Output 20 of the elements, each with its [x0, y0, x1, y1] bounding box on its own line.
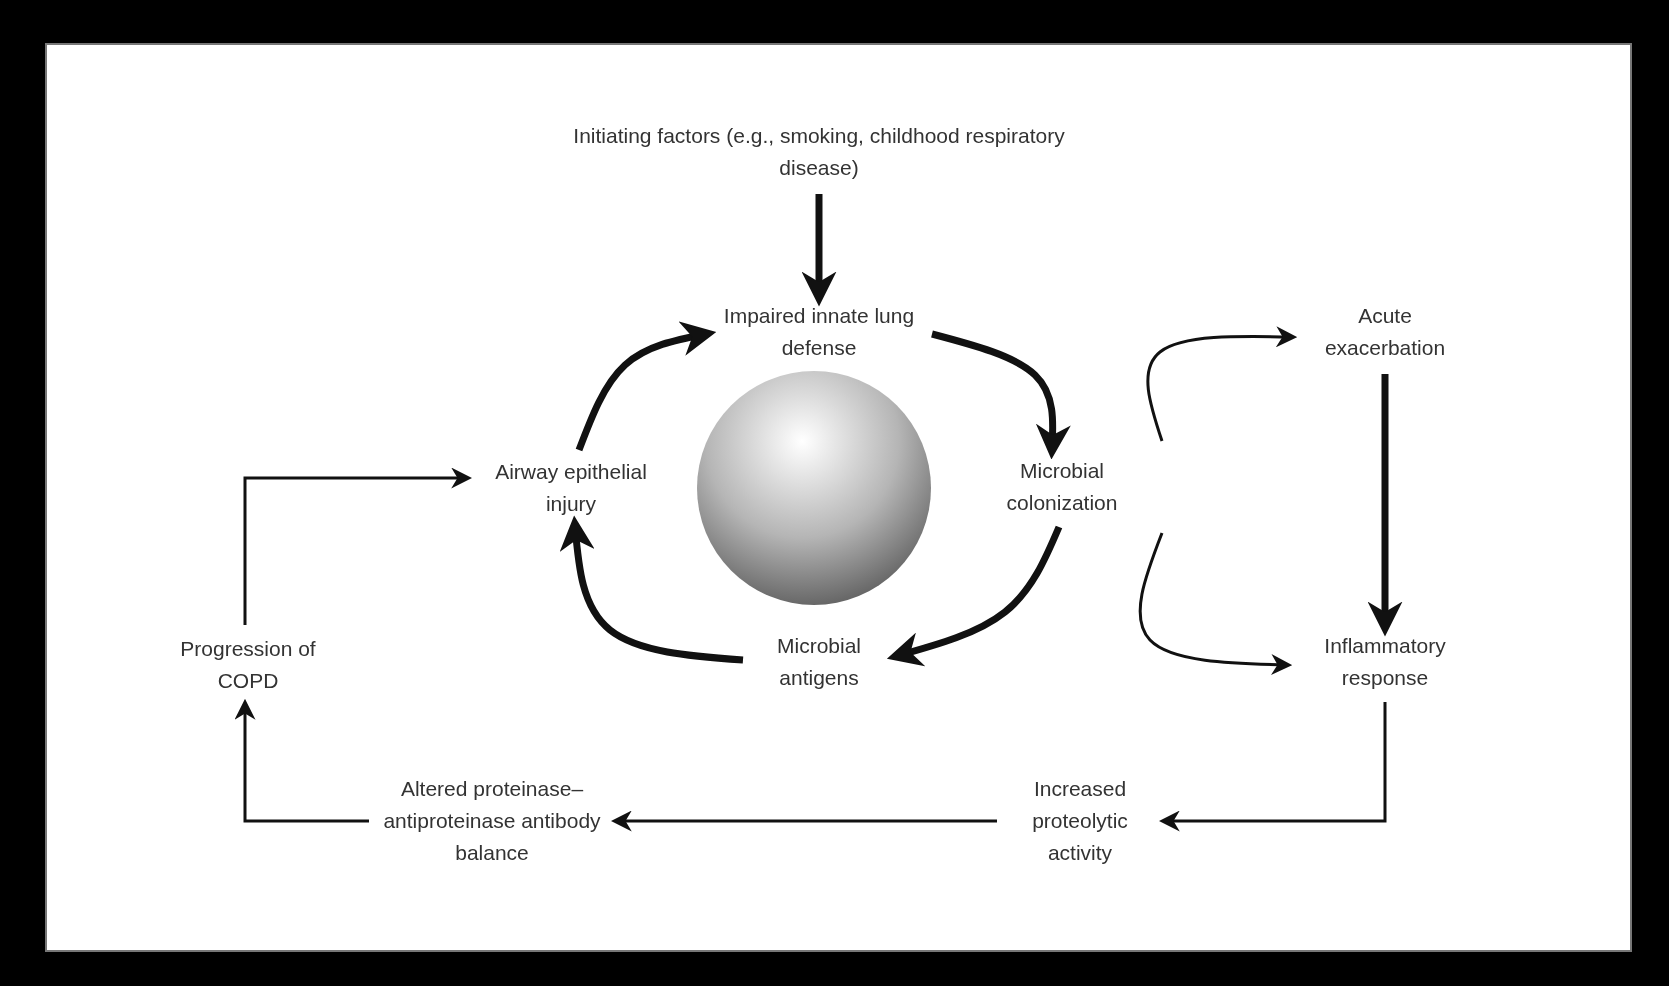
node-label: Acute exacerbation	[1323, 303, 1447, 361]
node-label: Impaired innate lung defense	[722, 303, 916, 361]
arrow	[575, 321, 717, 452]
node-label: Microbial antigens	[776, 633, 862, 691]
arrow	[559, 515, 744, 664]
arrow	[1138, 532, 1293, 676]
node-label: Progression of COPD	[179, 636, 317, 694]
arrow	[234, 698, 369, 823]
arrow	[610, 810, 997, 832]
arrow	[1158, 702, 1387, 832]
arrow	[931, 330, 1071, 460]
arrow	[886, 525, 1063, 667]
node-label: Inflammatory response	[1323, 633, 1447, 691]
node-label: Initiating factors (e.g., smoking, childhood respiratory disease)	[572, 123, 1066, 181]
node-label: Microbial colonization	[1005, 458, 1119, 516]
arrow	[1146, 326, 1298, 442]
node-label: Increased proteolytic activity	[1031, 776, 1129, 866]
arrow	[243, 467, 473, 625]
node-label: Airway epithelial injury	[494, 459, 648, 517]
node-label: Altered proteinase–antiproteinase antibody balance	[382, 776, 602, 866]
